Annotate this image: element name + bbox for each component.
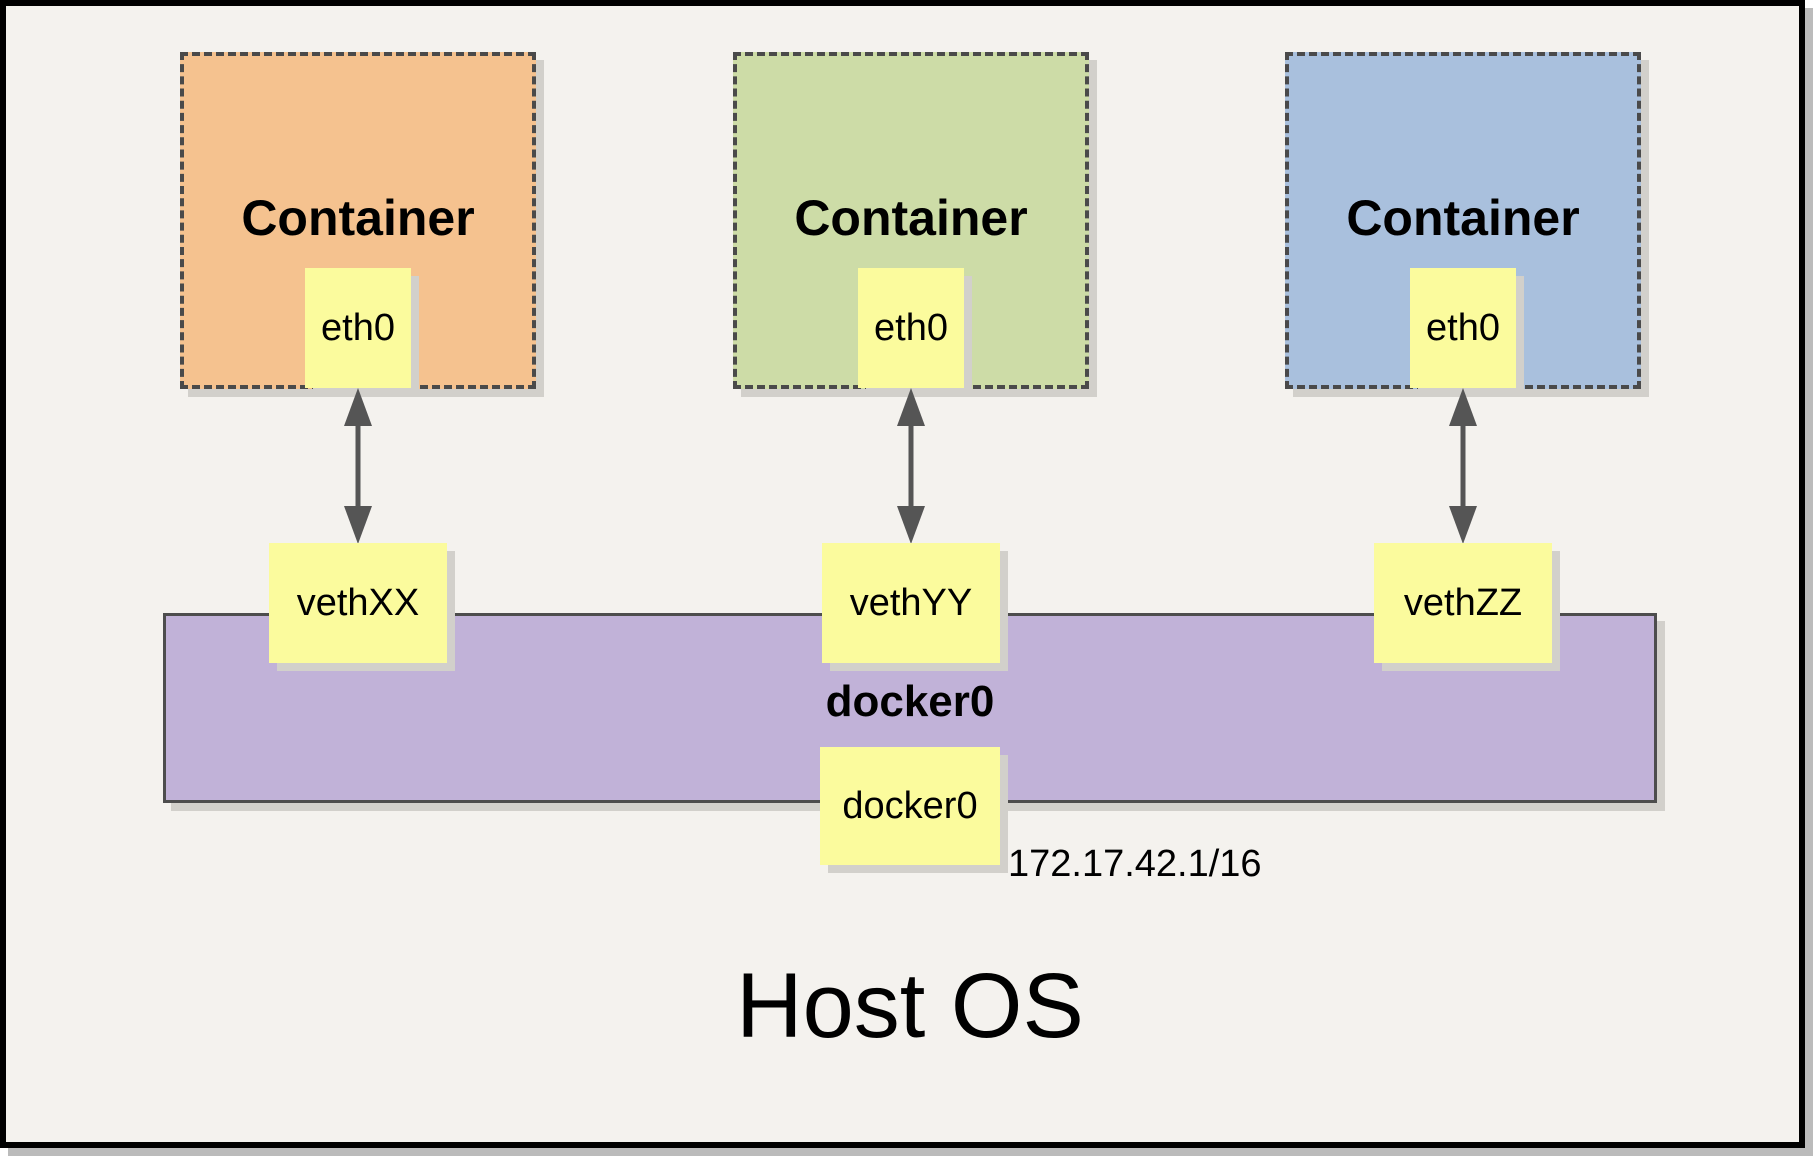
eth0-box-3: eth0 <box>1410 268 1516 388</box>
eth0-box-1: eth0 <box>305 268 411 388</box>
bidirectional-arrow-icon <box>344 388 372 544</box>
eth0-label: eth0 <box>874 307 948 349</box>
docker0-bridge-label: docker0 <box>825 677 995 726</box>
eth0-label: eth0 <box>1426 307 1500 349</box>
bridge-ip-address: 172.17.42.1/16 <box>1008 843 1262 885</box>
veth-label: vethZZ <box>1403 582 1523 624</box>
veth-box-2: vethYY <box>822 543 1000 663</box>
container-label: Container <box>794 190 1028 246</box>
veth-label: vethXX <box>296 582 420 624</box>
veth-box-3: vethZZ <box>1374 543 1552 663</box>
container-label: Container <box>241 190 475 246</box>
docker0-interface-box: docker0 <box>820 747 1000 865</box>
docker0-interface-label: docker0 <box>842 785 978 827</box>
container-label: Container <box>1346 190 1580 246</box>
bidirectional-arrow-icon <box>1449 388 1477 544</box>
eth0-box-2: eth0 <box>858 268 964 388</box>
eth0-label: eth0 <box>321 307 395 349</box>
bidirectional-arrow-icon <box>897 388 925 544</box>
veth-box-1: vethXX <box>269 543 447 663</box>
veth-label: vethYY <box>849 582 973 624</box>
host-os-label: Host OS <box>736 955 1084 1057</box>
